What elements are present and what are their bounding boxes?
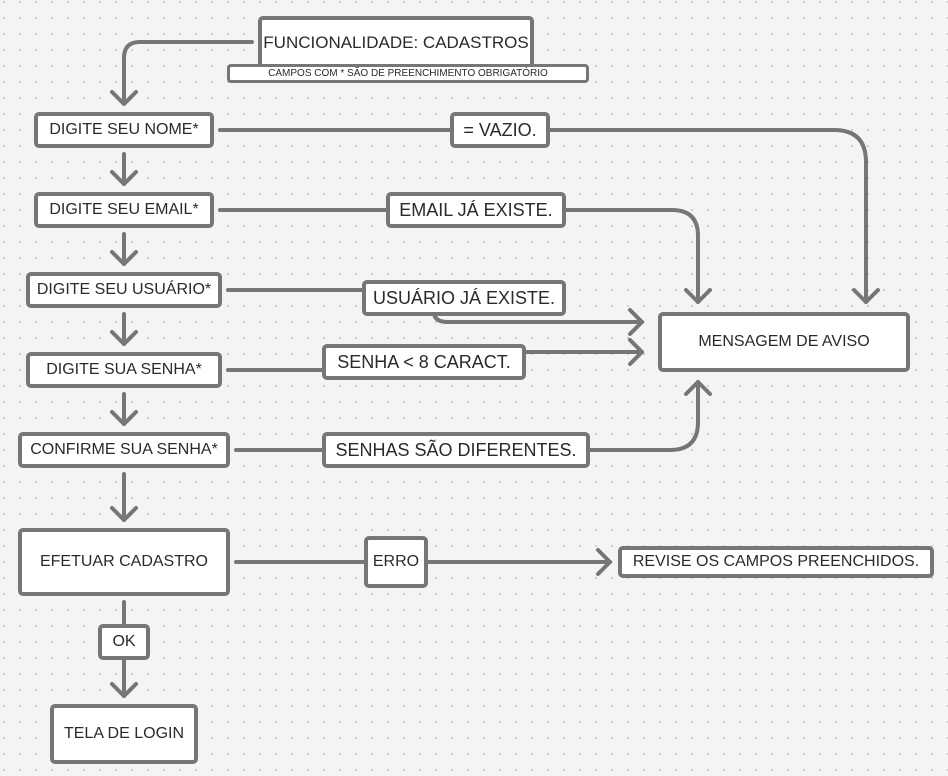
step-usuario[interactable]: DIGITE SEU USUÁRIO* bbox=[26, 272, 222, 308]
step-label: EFETUAR CADASTRO bbox=[39, 553, 208, 570]
arrowhead bbox=[110, 506, 138, 522]
condition-senhas-diferentes[interactable]: SENHAS SÃO DIFERENTES. bbox=[322, 432, 590, 468]
arrowhead bbox=[684, 380, 712, 396]
arrowhead bbox=[110, 682, 138, 698]
title-text: FUNCIONALIDADE: CADASTROS bbox=[263, 33, 529, 52]
outcome-label: MENSAGEM DE AVISO bbox=[698, 333, 870, 350]
condition-email-existe[interactable]: EMAIL JÁ EXISTE. bbox=[386, 192, 566, 228]
condition-ok[interactable]: OK bbox=[98, 624, 150, 660]
condition-label: EMAIL JÁ EXISTE. bbox=[399, 199, 553, 220]
arrowhead bbox=[684, 288, 712, 304]
connector-title-to-nome bbox=[122, 40, 254, 104]
step-label: TELA DE LOGIN bbox=[63, 725, 185, 742]
step-nome[interactable]: DIGITE SEU NOME* bbox=[34, 112, 214, 148]
step-label: DIGITE SEU EMAIL* bbox=[49, 201, 199, 218]
condition-label: USUÁRIO JÁ EXISTE. bbox=[372, 287, 556, 308]
condition-label: OK bbox=[112, 633, 136, 650]
outcome-label: REVISE OS CAMPOS PREENCHIDOS. bbox=[632, 553, 920, 570]
step-tela-de-login[interactable]: TELA DE LOGIN bbox=[50, 704, 198, 764]
step-senha[interactable]: DIGITE SUA SENHA* bbox=[26, 352, 222, 388]
step-label: DIGITE SEU NOME* bbox=[49, 121, 199, 138]
condition-usuario-existe[interactable]: USUÁRIO JÁ EXISTE. bbox=[362, 280, 566, 316]
subtitle-box[interactable]: CAMPOS COM * SÃO DE PREENCHIMENTO OBRIGA… bbox=[227, 64, 589, 83]
step-label: DIGITE SUA SENHA* bbox=[46, 361, 202, 378]
step-label: CONFIRME SUA SENHA* bbox=[30, 441, 218, 458]
arrowhead bbox=[596, 548, 612, 576]
step-efetuar-cadastro[interactable]: EFETUAR CADASTRO bbox=[18, 528, 230, 596]
condition-erro[interactable]: ERRO bbox=[364, 536, 428, 588]
connector bbox=[546, 128, 868, 304]
outcome-revise-campos[interactable]: REVISE OS CAMPOS PREENCHIDOS. bbox=[618, 546, 934, 578]
arrowhead bbox=[110, 170, 138, 186]
arrowhead bbox=[628, 308, 644, 336]
step-email[interactable]: DIGITE SEU EMAIL* bbox=[34, 192, 214, 228]
subtitle-text: CAMPOS COM * SÃO DE PREENCHIMENTO OBRIGA… bbox=[268, 68, 548, 79]
arrowhead bbox=[110, 330, 138, 346]
connector bbox=[586, 380, 700, 452]
connector bbox=[562, 208, 700, 304]
condition-label: = VAZIO. bbox=[463, 119, 537, 140]
arrowhead bbox=[110, 410, 138, 426]
condition-label: SENHAS SÃO DIFERENTES. bbox=[335, 439, 577, 460]
outcome-mensagem-de-aviso[interactable]: MENSAGEM DE AVISO bbox=[658, 312, 910, 372]
arrowhead bbox=[628, 338, 644, 366]
arrowhead bbox=[852, 288, 880, 304]
step-confirma[interactable]: CONFIRME SUA SENHA* bbox=[18, 432, 230, 468]
condition-label: ERRO bbox=[372, 553, 420, 570]
step-label: DIGITE SEU USUÁRIO* bbox=[36, 281, 212, 298]
condition-senha-curta[interactable]: SENHA < 8 CARACT. bbox=[322, 344, 526, 380]
arrowhead bbox=[110, 250, 138, 266]
condition-vazio[interactable]: = VAZIO. bbox=[450, 112, 550, 148]
condition-label: SENHA < 8 CARACT. bbox=[337, 351, 511, 372]
title-box[interactable]: FUNCIONALIDADE: CADASTROS bbox=[258, 16, 534, 70]
arrowhead bbox=[110, 90, 138, 106]
